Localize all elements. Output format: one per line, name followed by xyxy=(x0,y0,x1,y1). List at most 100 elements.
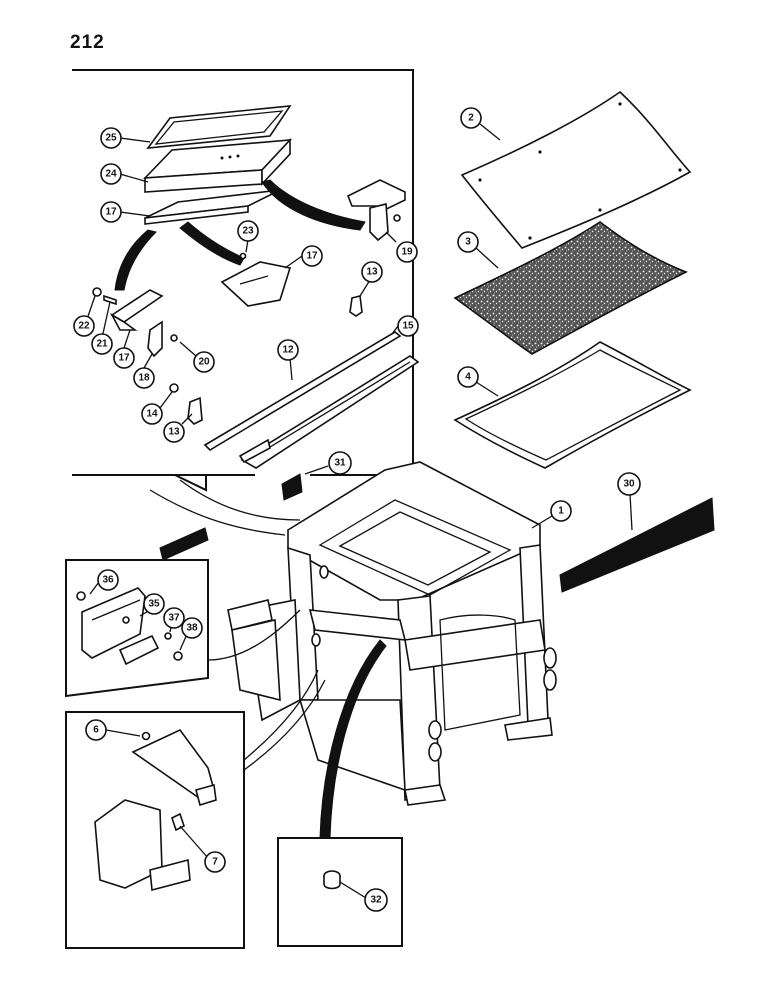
callout-13: 13 xyxy=(361,261,383,283)
svg-text:7: 7 xyxy=(212,857,218,868)
callout-14: 14 xyxy=(141,403,163,425)
svg-text:18: 18 xyxy=(138,373,150,384)
callout-32: 32 xyxy=(364,888,388,912)
leader-swoosh xyxy=(114,229,157,291)
part-15-rod xyxy=(203,331,402,452)
part-36-bolt xyxy=(76,591,86,601)
svg-text:23: 23 xyxy=(242,226,254,237)
callout-1: 1 xyxy=(550,500,572,522)
svg-text:3: 3 xyxy=(465,237,471,248)
svg-text:24: 24 xyxy=(105,169,117,180)
leader-swoosh xyxy=(319,639,387,839)
svg-text:32: 32 xyxy=(370,895,382,906)
inset-panel-plug xyxy=(277,837,403,947)
leader-swoosh xyxy=(261,179,366,231)
svg-text:20: 20 xyxy=(198,357,210,368)
part-31-decal xyxy=(281,473,303,501)
part-22-washer xyxy=(92,287,102,297)
inset-panel-hinge xyxy=(65,559,209,698)
callout-13: 13 xyxy=(163,421,185,443)
svg-text:37: 37 xyxy=(168,613,180,624)
callout-23: 23 xyxy=(237,220,259,242)
page-number: 212 xyxy=(70,32,105,53)
svg-text:14: 14 xyxy=(146,409,158,420)
svg-text:15: 15 xyxy=(402,321,414,332)
callout-4: 4 xyxy=(457,366,479,388)
svg-text:17: 17 xyxy=(105,207,117,218)
svg-text:25: 25 xyxy=(105,133,117,144)
callout-17: 17 xyxy=(301,245,323,267)
callout-31: 31 xyxy=(328,451,352,475)
leader-line xyxy=(179,479,301,521)
part-19-bracket xyxy=(346,179,406,242)
callout-38: 38 xyxy=(181,617,203,639)
svg-text:30: 30 xyxy=(623,479,635,490)
callout-6: 6 xyxy=(85,719,107,741)
part-37-washer xyxy=(164,632,172,640)
callout-2: 2 xyxy=(460,107,482,129)
svg-text:31: 31 xyxy=(334,458,346,469)
svg-text:21: 21 xyxy=(96,339,108,350)
callout-18: 18 xyxy=(133,367,155,389)
part-18-lever xyxy=(147,320,163,358)
svg-text:13: 13 xyxy=(168,427,180,438)
part-13-clip xyxy=(349,295,363,317)
part-32-plug xyxy=(323,870,341,890)
part-30-decal xyxy=(559,497,715,593)
svg-text:19: 19 xyxy=(401,247,413,258)
leader-line xyxy=(243,669,319,761)
callout-21: 21 xyxy=(91,333,113,355)
callout-15: 15 xyxy=(397,315,419,337)
part-21-pin xyxy=(103,294,117,306)
svg-text:36: 36 xyxy=(102,575,114,586)
part-7-bracket xyxy=(94,799,191,892)
svg-text:38: 38 xyxy=(186,623,198,634)
part-13-clip-lower xyxy=(187,396,203,425)
leader-line xyxy=(243,679,326,771)
part-24-vent-housing xyxy=(142,137,293,193)
part-17-latch xyxy=(220,252,292,307)
callout-3: 3 xyxy=(457,231,479,253)
callout-24: 24 xyxy=(100,163,122,185)
callout-35: 35 xyxy=(143,593,165,615)
svg-text:13: 13 xyxy=(366,267,378,278)
svg-text:17: 17 xyxy=(306,251,318,262)
part-25-gasket xyxy=(146,105,292,149)
callout-20: 20 xyxy=(193,351,215,373)
svg-text:17: 17 xyxy=(118,353,130,364)
leader-swoosh xyxy=(179,221,245,266)
svg-text:4: 4 xyxy=(465,372,471,383)
callout-36: 36 xyxy=(97,569,119,591)
part-2-headliner xyxy=(460,90,692,249)
part-4-seal xyxy=(453,341,692,469)
svg-text:2: 2 xyxy=(468,113,474,124)
part-1-cab-frame xyxy=(227,461,557,806)
part-20-screw xyxy=(170,334,178,342)
part-14-bolt xyxy=(169,383,179,393)
part-6-cover xyxy=(131,728,217,807)
callout-12: 12 xyxy=(277,339,299,361)
callout-19: 19 xyxy=(396,241,418,263)
callout-37: 37 xyxy=(163,607,185,629)
svg-text:1: 1 xyxy=(558,506,564,517)
inset-panel-trim xyxy=(65,711,245,949)
callout-22: 22 xyxy=(73,315,95,337)
svg-text:35: 35 xyxy=(148,599,160,610)
callout-17: 17 xyxy=(113,347,135,369)
svg-text:12: 12 xyxy=(282,345,294,356)
part-12-channel xyxy=(238,355,420,469)
leader-line xyxy=(207,609,301,661)
part-38-nut xyxy=(173,651,183,661)
svg-text:6: 6 xyxy=(93,725,99,736)
callout-25: 25 xyxy=(100,127,122,149)
part-3-insulation xyxy=(453,221,688,355)
callout-7: 7 xyxy=(204,851,226,873)
callout-17: 17 xyxy=(100,201,122,223)
part-17-handle xyxy=(109,289,164,331)
part-31-decal xyxy=(159,527,209,561)
svg-text:22: 22 xyxy=(78,321,90,332)
roof-vent-detail-panel xyxy=(72,69,414,492)
callout-30: 30 xyxy=(617,472,641,496)
leader-line xyxy=(149,489,286,536)
